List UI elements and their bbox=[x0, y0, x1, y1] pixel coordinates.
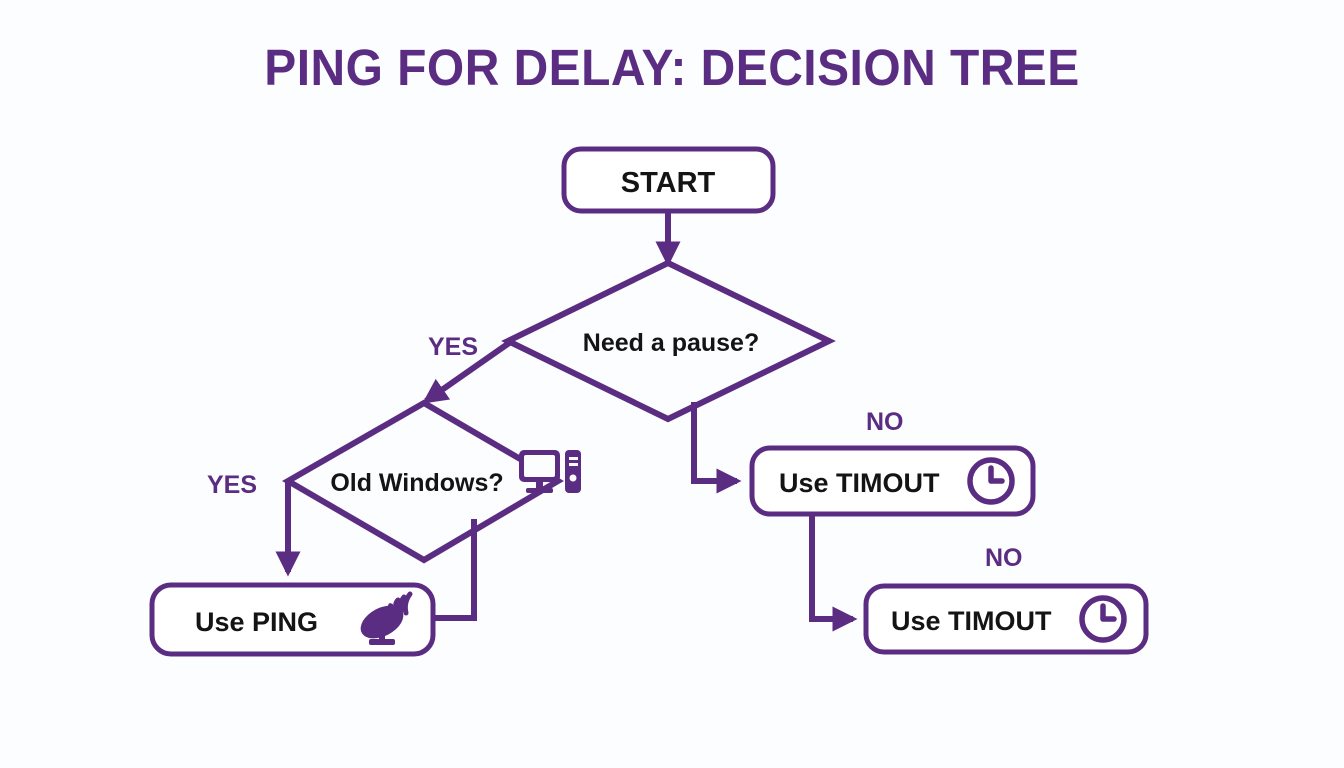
connectors bbox=[275, 211, 858, 632]
node-action-use-timout-1[interactable]: Use TIMOUT bbox=[749, 445, 1036, 517]
edge-oldwindows-no-to-ping bbox=[430, 519, 477, 621]
old-windows-label: Old Windows? bbox=[330, 469, 503, 497]
use-ping-label: Use PING bbox=[195, 607, 318, 637]
need-a-pause-diamond[interactable] bbox=[501, 259, 836, 423]
start-box[interactable] bbox=[561, 146, 776, 214]
node-decision-need-a-pause[interactable]: Need a pause? bbox=[501, 259, 836, 423]
clock-icon bbox=[967, 457, 1015, 505]
edge-label-oldwindows-yes: YES bbox=[207, 471, 257, 499]
node-action-use-timout-2[interactable]: Use TIMOUT bbox=[863, 583, 1149, 655]
use-timout-1-box[interactable] bbox=[749, 445, 1036, 517]
clock-icon bbox=[1079, 595, 1127, 643]
edge-label-oldwindows-no: NO bbox=[985, 544, 1023, 572]
edge-label-pause-no: NO bbox=[866, 408, 904, 436]
desktop-computer-icon bbox=[519, 450, 581, 493]
use-ping-box[interactable] bbox=[149, 582, 436, 657]
use-timout-2-label: Use TIMOUT bbox=[891, 606, 1052, 636]
edge-pause-yes-to-oldwindows bbox=[422, 338, 514, 404]
satellite-dish-icon bbox=[360, 591, 413, 645]
page-title: PING FOR DELAY: DECISION TREE bbox=[264, 39, 1080, 96]
start-label: START bbox=[621, 167, 716, 199]
edge-timout1-to-timout2 bbox=[809, 513, 858, 632]
node-decision-old-windows[interactable]: Old Windows? bbox=[281, 399, 581, 564]
node-start[interactable]: START bbox=[561, 146, 776, 214]
use-timout-2-box[interactable] bbox=[863, 583, 1149, 655]
use-timout-1-label: Use TIMOUT bbox=[779, 468, 940, 498]
edge-pause-no-to-timout1 bbox=[691, 402, 742, 494]
edge-label-pause-yes: YES bbox=[428, 333, 478, 361]
need-a-pause-label: Need a pause? bbox=[583, 329, 759, 357]
old-windows-diamond[interactable] bbox=[281, 399, 564, 564]
node-action-use-ping[interactable]: Use PING bbox=[149, 582, 436, 657]
